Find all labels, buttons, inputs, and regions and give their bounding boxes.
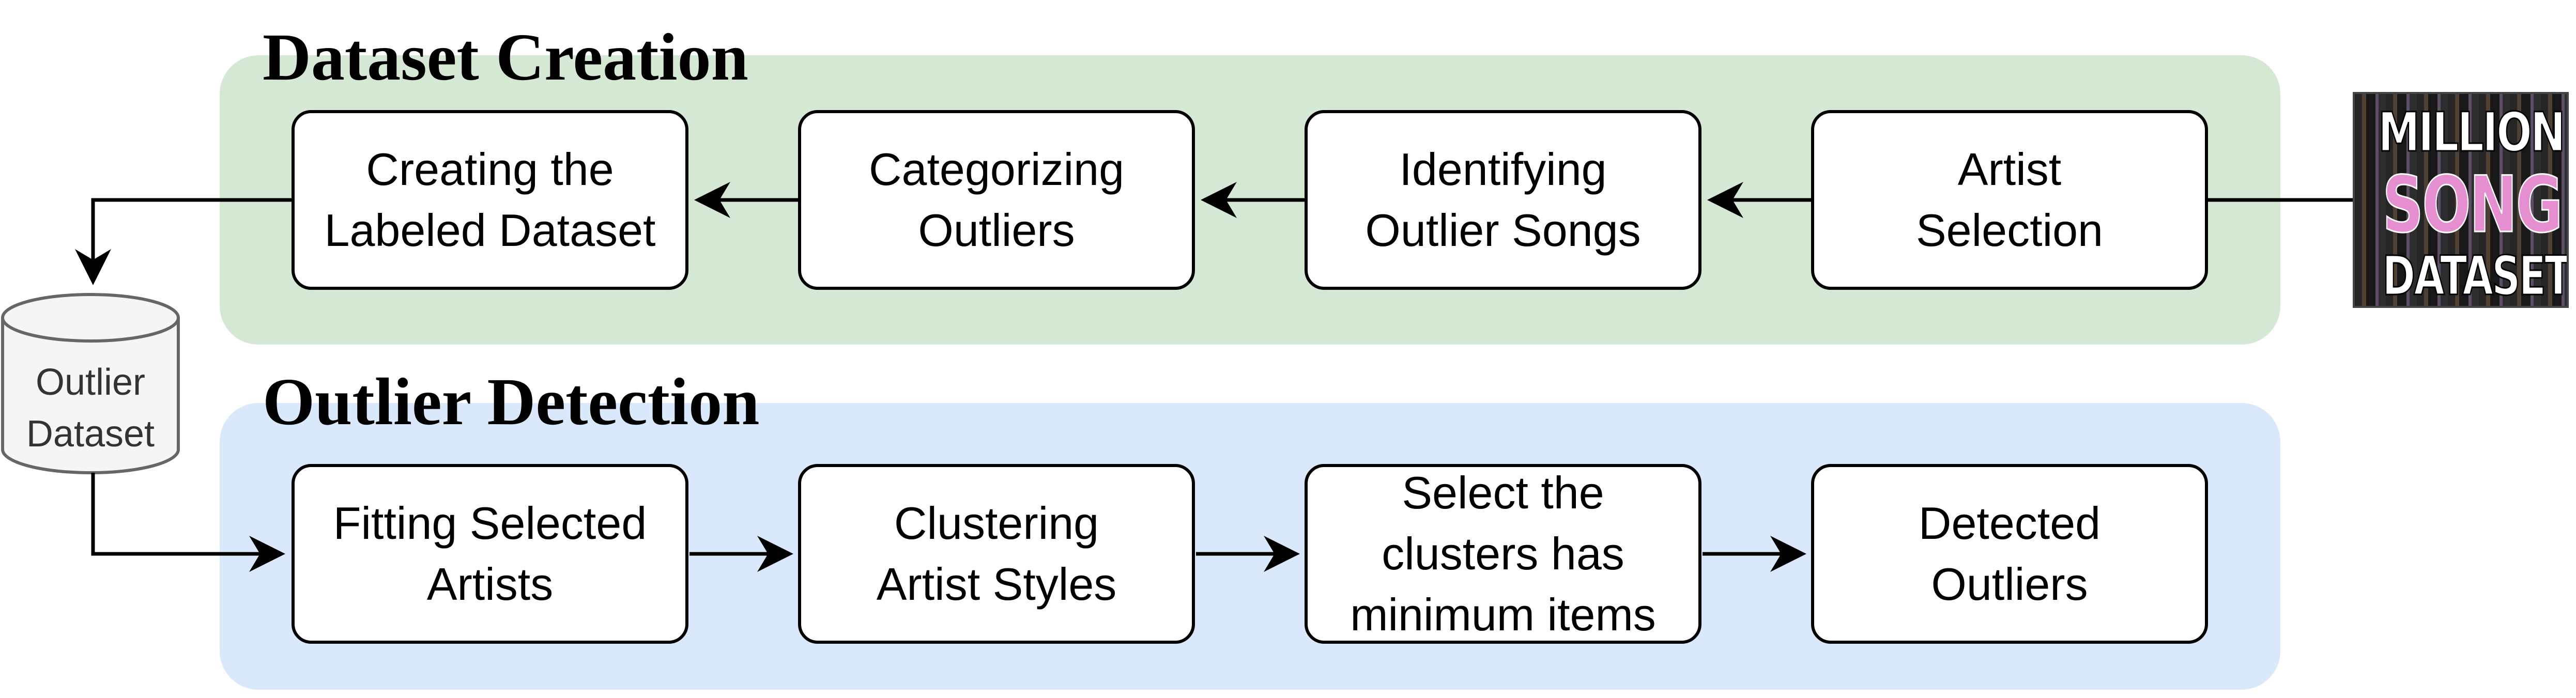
box-label: Outlier Songs bbox=[1365, 205, 1641, 256]
box-label: Artists bbox=[426, 559, 554, 610]
logo-text-song: SONG bbox=[2382, 160, 2564, 250]
box-label: Select the bbox=[1402, 467, 1604, 518]
dataset-creation-title: Dataset Creation bbox=[263, 20, 748, 95]
box-label: Identifying bbox=[1399, 144, 1607, 195]
box-label: Labeled Dataset bbox=[324, 205, 656, 256]
database-label-line: Outlier bbox=[35, 362, 146, 403]
logo-text-dataset: DATASET bbox=[2382, 244, 2569, 307]
database-cylinder bbox=[1, 293, 180, 474]
outlier-dataset-label: Outlier Dataset bbox=[0, 356, 181, 460]
box-label: Clustering bbox=[894, 498, 1099, 549]
box-label: Artist bbox=[1957, 144, 2062, 195]
outlier-detection-title: Outlier Detection bbox=[263, 365, 760, 439]
box-label: Outliers bbox=[918, 205, 1075, 256]
select-clusters-box: Select the clusters has minimum items bbox=[1305, 464, 1701, 644]
box-label: Artist Styles bbox=[876, 559, 1117, 610]
database-label-line: Dataset bbox=[26, 413, 155, 455]
box-label: Selection bbox=[1915, 205, 2103, 256]
logo-background bbox=[2355, 94, 2567, 306]
million-song-dataset-logo: MILLION SONG DATASET bbox=[2353, 92, 2569, 308]
box-label: clusters has bbox=[1382, 528, 1624, 579]
box-label: Fitting Selected bbox=[333, 498, 647, 549]
arrow-database-to-fitting bbox=[91, 473, 285, 572]
box-label: Creating the bbox=[366, 144, 614, 195]
box-label: Categorizing bbox=[868, 144, 1125, 195]
box-label: Detected bbox=[1918, 498, 2101, 549]
arrow-creating-to-database bbox=[75, 198, 292, 285]
box-label: Outliers bbox=[1931, 559, 2088, 610]
logo-text-million: MILLION bbox=[2378, 101, 2566, 164]
box-label: minimum items bbox=[1350, 589, 1656, 640]
